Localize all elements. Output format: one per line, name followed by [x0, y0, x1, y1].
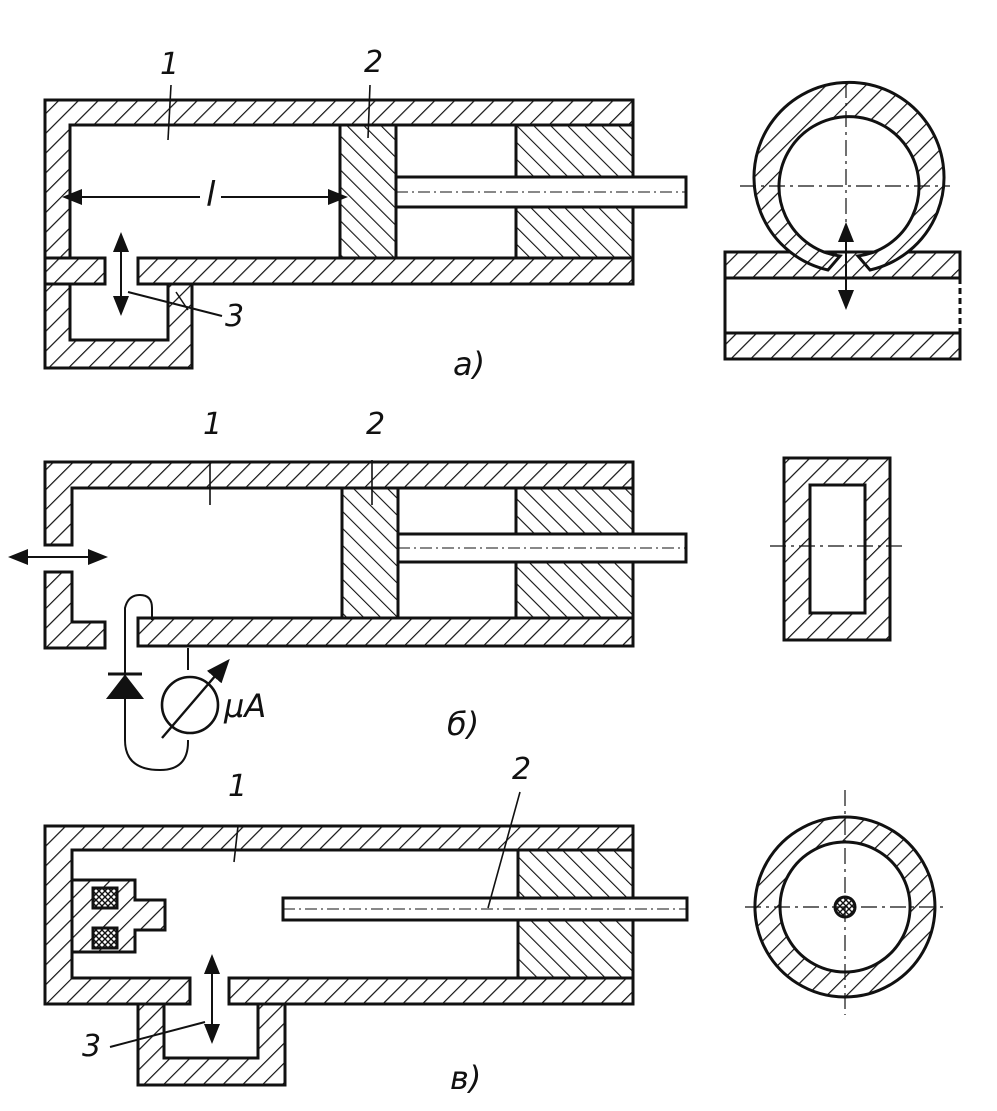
figure-a-section-base-top: [723, 250, 962, 280]
figure-v-label-port: 3: [82, 1029, 102, 1064]
figure-a-section: [723, 80, 962, 361]
figure-v-label-cavity: 1: [228, 769, 248, 804]
figure-b-label-cavity: 1: [203, 407, 223, 442]
figure-a-port-chamber: [43, 282, 194, 370]
figure-v-bottom-wall-right: [227, 976, 635, 1006]
figure-b-section: [770, 456, 904, 642]
figure-b-probe-wire: [124, 593, 153, 660]
figure-a-bottom-wall-right: [136, 256, 635, 286]
figure-a-leader-3: [127, 291, 223, 317]
figure-a-section-ring: [752, 80, 946, 272]
figure-b-circuit-wire: [124, 648, 189, 772]
figure-v-leader-3: [109, 1021, 206, 1048]
figure-b-caption: б): [447, 705, 480, 743]
figure-b-section-frame: [782, 456, 892, 642]
figure-a-section-base-bottom: [723, 331, 962, 361]
figure-a-label-piston: 2: [364, 45, 384, 80]
figure-a-piston: [338, 123, 398, 260]
figure-b-top-wall: [43, 460, 635, 547]
figure-v-port-chamber: [136, 1002, 287, 1087]
figure-a-bottom-wall-left: [43, 256, 107, 286]
figure-v-label-probe: 2: [512, 752, 532, 787]
figure-b-left-lower-wall: [43, 570, 107, 650]
figure-b-label-piston: 2: [366, 407, 386, 442]
figure-a-label-port: 3: [225, 299, 245, 334]
figure-b: [43, 460, 688, 650]
figure-b-piston: [340, 486, 400, 620]
figure-b-label-meter: μA: [224, 687, 267, 725]
figure-v-seal-bottom: [91, 926, 119, 950]
figure-b-bottom-wall: [136, 616, 635, 648]
figure-a: [43, 98, 688, 370]
figure-v-section: [745, 790, 945, 1015]
figure-a-label-cavity: 1: [160, 47, 180, 82]
microammeter-icon: [160, 658, 230, 739]
figure-v-caption: в): [450, 1059, 482, 1097]
figure-v-section-ring: [753, 815, 937, 999]
figure-v-seal-top: [91, 886, 119, 910]
diode-icon: [105, 672, 145, 699]
figure-a-caption: а): [453, 345, 486, 383]
figure-a-label-length: l: [200, 178, 222, 212]
figure-v: [43, 824, 689, 1087]
figure-v-body-top-left: [43, 824, 635, 1006]
